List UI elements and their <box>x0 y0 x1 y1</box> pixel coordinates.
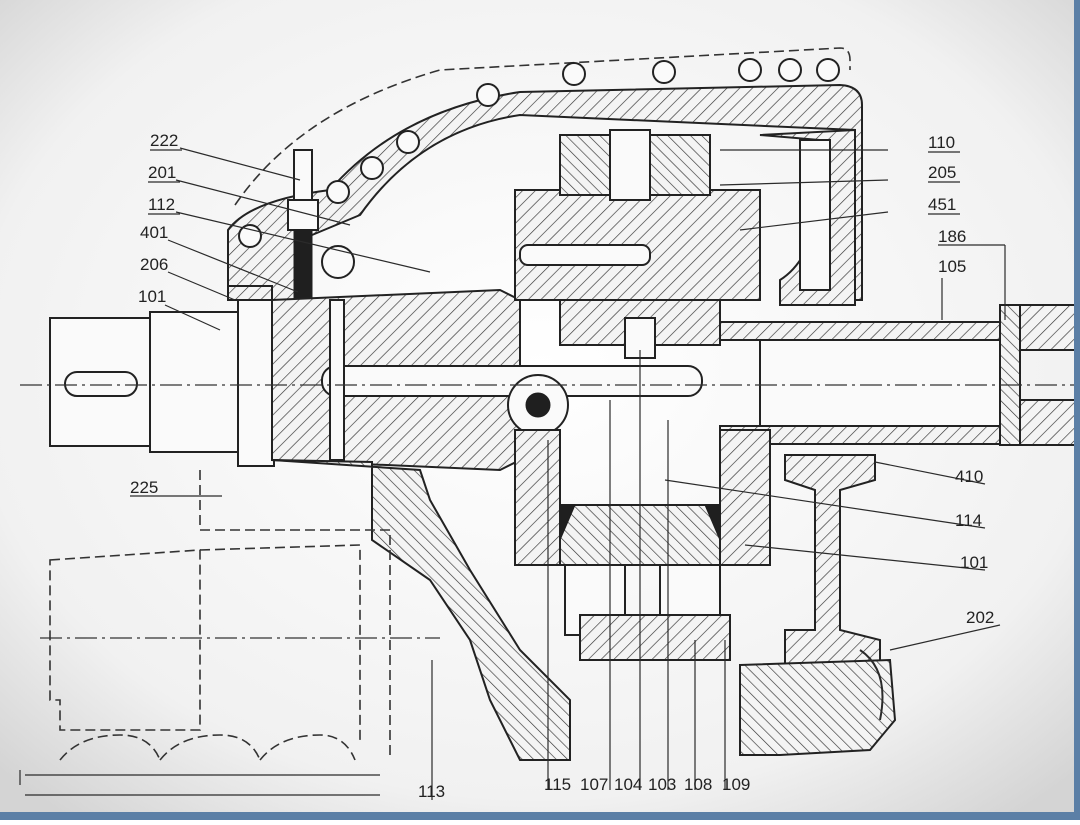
callout-101-right: 101 <box>960 553 988 572</box>
callout-113: 113 <box>418 782 445 801</box>
callout-205: 205 <box>928 163 956 182</box>
callout-201: 201 <box>148 163 176 182</box>
callout-112: 112 <box>148 195 175 214</box>
callout-222: 222 <box>150 131 178 150</box>
output-shaft <box>20 304 1077 446</box>
frame-edge-right <box>1074 0 1080 820</box>
callout-410: 410 <box>955 467 983 486</box>
callout-105: 105 <box>938 257 966 276</box>
callout-451: 451 <box>928 195 956 214</box>
callout-108: 108 <box>684 775 712 794</box>
callout-225: 225 <box>130 478 158 497</box>
callout-206: 206 <box>140 255 168 274</box>
callout-115: 115 <box>544 775 571 794</box>
callout-114: 114 <box>955 511 982 530</box>
callout-107: 107 <box>580 775 608 794</box>
callout-186: 186 <box>938 227 966 246</box>
callout-101-left: 101 <box>138 287 166 306</box>
motor-outline <box>19 544 440 796</box>
callout-109: 109 <box>722 775 750 794</box>
leader-lines <box>130 147 1006 800</box>
callout-104: 104 <box>614 775 642 794</box>
input-shaft <box>49 285 275 467</box>
frame-edge-bottom <box>0 812 1080 820</box>
upper-gear-block <box>514 129 761 359</box>
lower-right-support <box>739 454 897 756</box>
callout-401: 401 <box>140 223 168 242</box>
output-gear <box>759 128 856 306</box>
callout-110: 110 <box>928 133 955 152</box>
center-shaft <box>321 299 703 461</box>
callout-103: 103 <box>648 775 676 794</box>
upper-housing-arm <box>227 47 863 301</box>
label-underlines <box>148 149 960 215</box>
callout-202: 202 <box>966 608 994 627</box>
